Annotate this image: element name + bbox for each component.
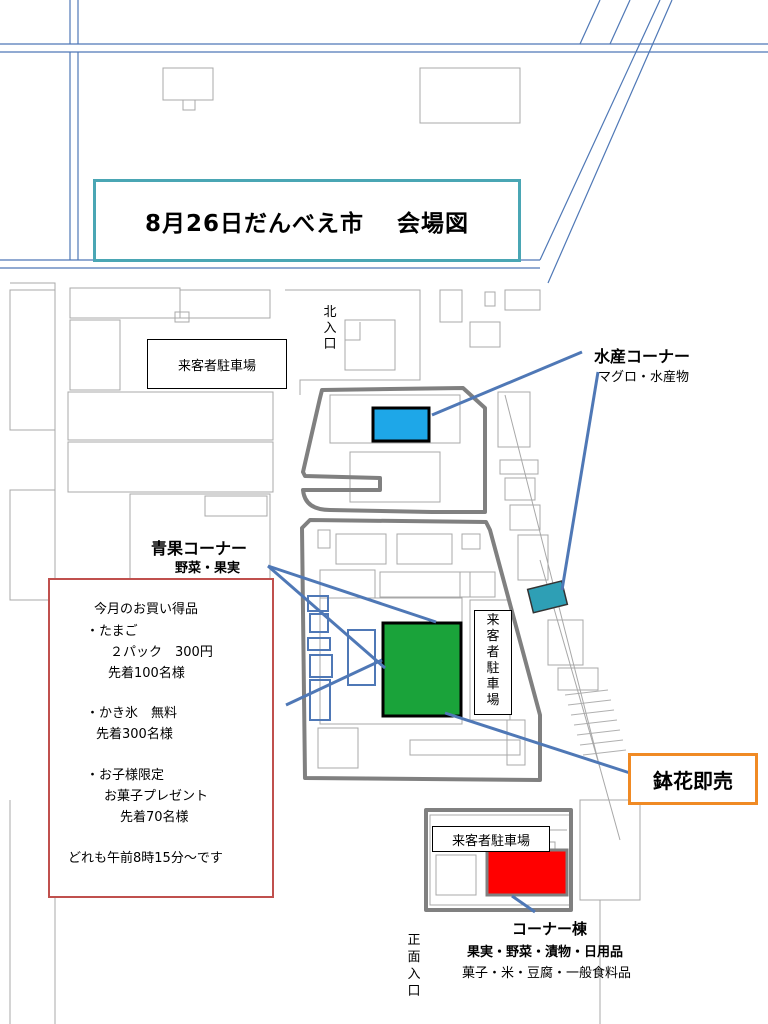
north-entrance-label: 北 入 口 — [322, 305, 338, 353]
front-entrance-label: 正 面 入 口 — [406, 932, 422, 1000]
flowers-label-box: 鉢花即売 — [628, 753, 758, 805]
seafood-corner-title: 水産コーナー — [594, 347, 691, 366]
char: 者 — [486, 645, 500, 660]
char: 口 — [407, 984, 421, 999]
produce-corner-title: 青果コーナー — [151, 539, 248, 558]
char: 面 — [407, 950, 421, 965]
produce-corner-block — [381, 621, 463, 718]
parking-label: 来客者駐車場 — [451, 833, 530, 849]
parking-label: 来客者駐車場 — [177, 358, 256, 374]
deal-line: 先着100名様 — [108, 666, 185, 681]
map-title: 8月26日だんべえ市 会場図 — [144, 210, 470, 237]
corner-building-block — [485, 848, 569, 897]
flowers-corner-title: 鉢花即売 — [653, 768, 733, 793]
char: 来 — [486, 613, 500, 628]
char: 正 — [407, 933, 421, 948]
char: 客 — [486, 629, 500, 644]
parking-bottom: 来客者駐車場 — [432, 826, 550, 852]
lot-outlines — [300, 386, 573, 912]
stall-outlines — [307, 595, 376, 721]
deals-box: 今月のお買い得品 ・たまご ２パック 300円 先着100名様 ・かき氷 無料 … — [48, 578, 274, 898]
seafood-corner-items: マグロ・水産物 — [598, 370, 690, 385]
char: 場 — [486, 693, 500, 708]
parking-top-left: 来客者駐車場 — [147, 339, 287, 389]
char: 車 — [486, 677, 500, 692]
deal-line: 先着300名様 — [96, 727, 173, 742]
deal-line: ２パック 300円 — [110, 645, 213, 660]
flowers-corner-block — [526, 580, 569, 614]
char: 北 — [323, 305, 337, 320]
corner-building-items-2: 菓子・米・豆腐・一般食料品 — [462, 966, 632, 981]
corner-building-title: コーナー棟 — [512, 920, 588, 938]
char: 口 — [323, 337, 337, 352]
char: 入 — [407, 967, 421, 982]
parking-right: 来 客 者 駐 車 場 — [474, 610, 512, 715]
deal-line: 先着70名様 — [120, 810, 189, 825]
title-box: 8月26日だんべえ市 会場図 — [93, 179, 521, 262]
corner-building-items-1: 果実・野菜・漬物・日用品 — [467, 945, 624, 960]
deal-line: お菓子プレゼント — [104, 789, 209, 804]
char: 入 — [323, 321, 337, 336]
produce-corner-items: 野菜・果実 — [175, 561, 241, 576]
deal-line: ・かき氷 無料 — [86, 706, 178, 721]
deal-line: ・たまご — [86, 624, 138, 639]
char: 駐 — [486, 661, 500, 676]
leader-lines — [267, 350, 631, 914]
deals-heading: 今月のお買い得品 — [94, 602, 199, 617]
deal-line: どれも午前8時15分～です — [68, 851, 223, 866]
seafood-corner-block — [371, 406, 431, 443]
parking-right-label: 来 客 者 駐 車 場 — [475, 613, 511, 709]
deal-line: ・お子様限定 — [86, 768, 165, 783]
